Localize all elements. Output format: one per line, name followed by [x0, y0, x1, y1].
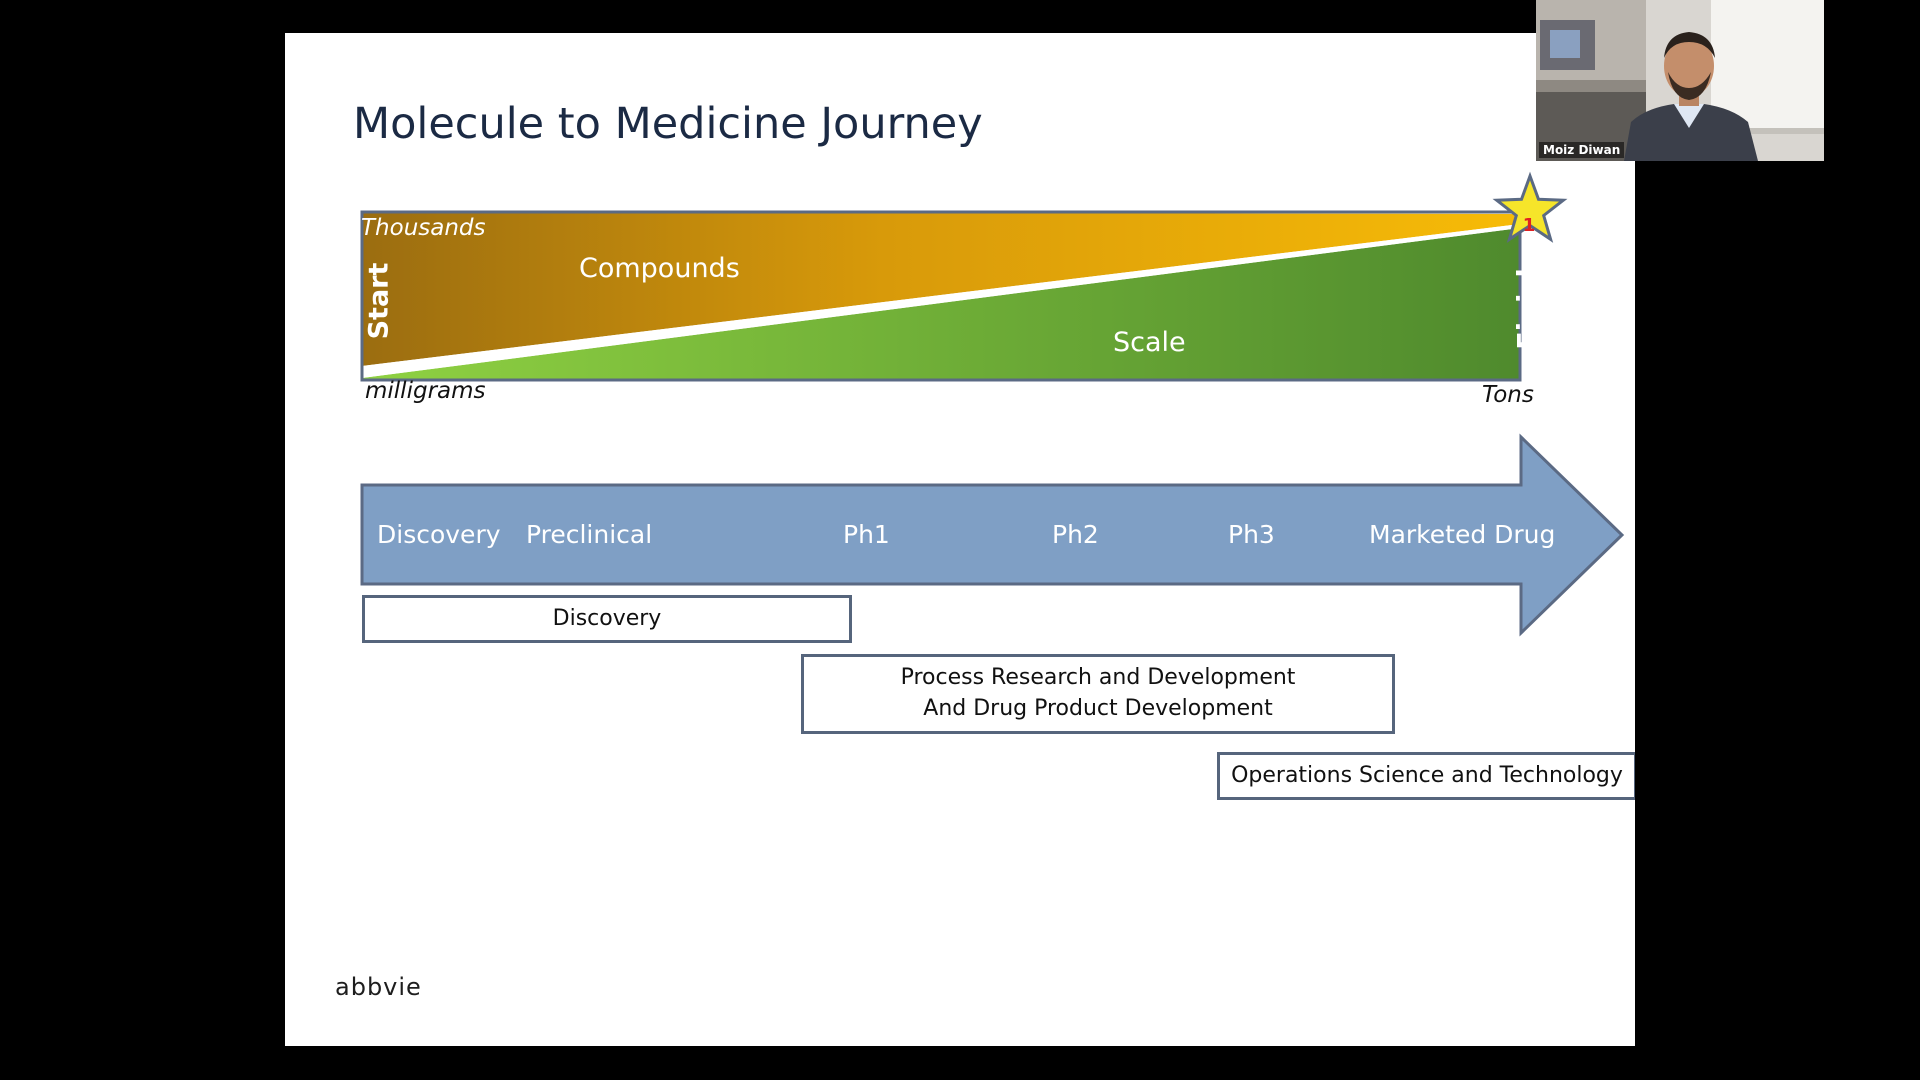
- stage-ph1: Ph1: [843, 520, 890, 549]
- participant-name: Moiz Diwan: [1539, 142, 1625, 158]
- presentation-slide: Molecule to Medicine Journey Start Finis…: [285, 33, 1635, 1046]
- discovery-box-label: Discovery: [552, 605, 662, 631]
- funnel-frame: [360, 210, 1522, 382]
- process-box-line1: Process Research and Development: [900, 665, 1296, 691]
- milligrams-label: milligrams: [365, 378, 486, 404]
- slide-title: Molecule to Medicine Journey: [353, 99, 983, 149]
- scale-wedge: [362, 228, 1520, 380]
- finish-label: Finish: [1512, 258, 1544, 350]
- stage-preclinical: Preclinical: [526, 520, 653, 549]
- operations-box: Operations Science and Technology: [1217, 752, 1635, 800]
- start-label: Start: [363, 262, 395, 340]
- process-box-line2: And Drug Product Development: [923, 696, 1273, 721]
- thousands-label: Thousands: [361, 215, 486, 241]
- discovery-box: Discovery: [362, 595, 852, 643]
- tons-label: Tons: [1482, 382, 1534, 408]
- compounds-label: Compounds: [579, 253, 740, 284]
- stage-ph3: Ph3: [1228, 520, 1275, 549]
- stage-ph2: Ph2: [1052, 520, 1099, 549]
- participant-video-tile[interactable]: Moiz Diwan: [1536, 0, 1824, 161]
- process-research-box: Process Research and Development And Dru…: [801, 654, 1395, 734]
- abbvie-logo: abbvie: [335, 973, 422, 1001]
- stage-discovery: Discovery: [377, 520, 501, 549]
- funnel-divider: [362, 224, 1520, 378]
- stage-marketed-drug: Marketed Drug: [1369, 520, 1556, 549]
- participant-video: [1536, 0, 1824, 161]
- compounds-wedge: [362, 212, 1520, 366]
- star-number: 1: [1522, 215, 1536, 236]
- scale-label: Scale: [1113, 327, 1186, 358]
- operations-box-label: Operations Science and Technology: [1231, 762, 1623, 788]
